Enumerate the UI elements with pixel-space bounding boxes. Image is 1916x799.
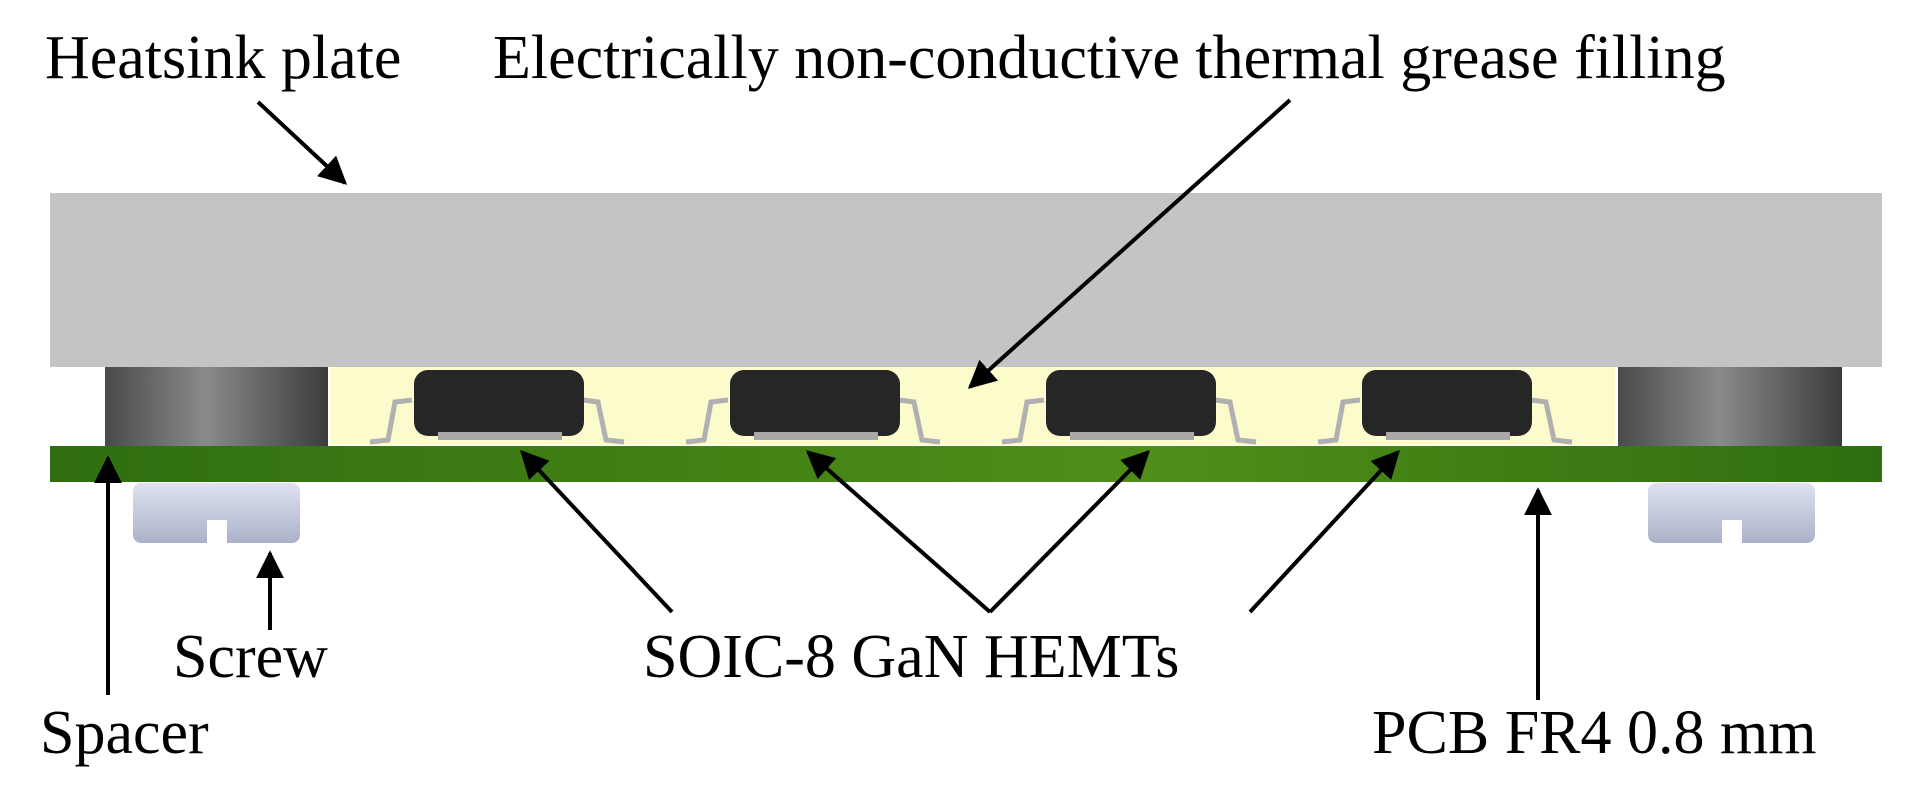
- arrow-heatsink: [256, 100, 348, 185]
- gan-hemt-chip: [1001, 370, 1257, 445]
- screw-right: [1648, 483, 1815, 543]
- arrow-grease: [967, 98, 1292, 389]
- gan-hemt-chip: [369, 370, 625, 445]
- label-pcb: PCB FR4 0.8 mm: [1372, 699, 1816, 767]
- spacer-left: [105, 367, 328, 446]
- arrow-hemt-2: [805, 450, 992, 614]
- screw-left: [133, 483, 300, 543]
- heatsink-plate: [50, 193, 1882, 367]
- label-hemts: SOIC-8 GaN HEMTs: [643, 623, 1179, 691]
- gan-hemt-chip: [1317, 370, 1573, 445]
- arrow-hemt-4: [1248, 449, 1400, 614]
- arrow-hemt-3: [988, 450, 1150, 614]
- spacer-right: [1618, 367, 1842, 446]
- arrow-hemt-1: [520, 449, 674, 614]
- label-screw: Screw: [173, 623, 328, 691]
- label-heatsink: Heatsink plate: [45, 24, 401, 92]
- label-grease: Electrically non-conductive thermal grea…: [493, 24, 1726, 92]
- pcb-board: [50, 446, 1882, 482]
- label-spacer: Spacer: [40, 699, 209, 767]
- gan-hemt-chip: [685, 370, 941, 445]
